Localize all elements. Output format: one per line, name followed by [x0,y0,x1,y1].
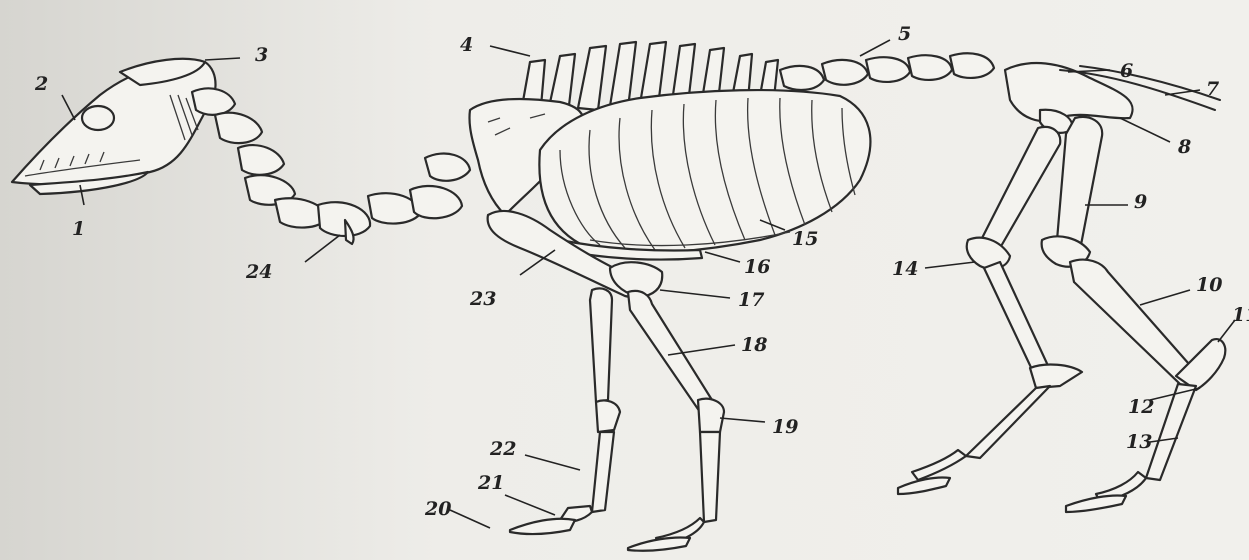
label-15: 15 [792,230,818,249]
label-16: 16 [744,258,770,277]
label-19: 19 [772,418,798,437]
label-12: 12 [1128,398,1154,417]
label-20: 20 [425,500,451,519]
label-9: 9 [1134,193,1147,212]
label-3: 3 [255,46,268,65]
label-7: 7 [1206,80,1219,99]
label-1: 1 [72,220,85,239]
label-6: 6 [1120,62,1133,81]
label-24: 24 [246,263,272,282]
label-5: 5 [898,25,911,44]
label-14: 14 [892,260,918,279]
label-8: 8 [1178,138,1191,157]
label-17: 17 [738,291,764,310]
label-10: 10 [1196,276,1222,295]
label-22: 22 [490,440,516,459]
label-4: 4 [460,36,473,55]
label-23: 23 [470,290,496,309]
label-11: 11 [1232,306,1249,325]
label-2: 2 [35,75,48,94]
label-21: 21 [478,474,504,493]
label-13: 13 [1126,433,1152,452]
label-18: 18 [741,336,767,355]
